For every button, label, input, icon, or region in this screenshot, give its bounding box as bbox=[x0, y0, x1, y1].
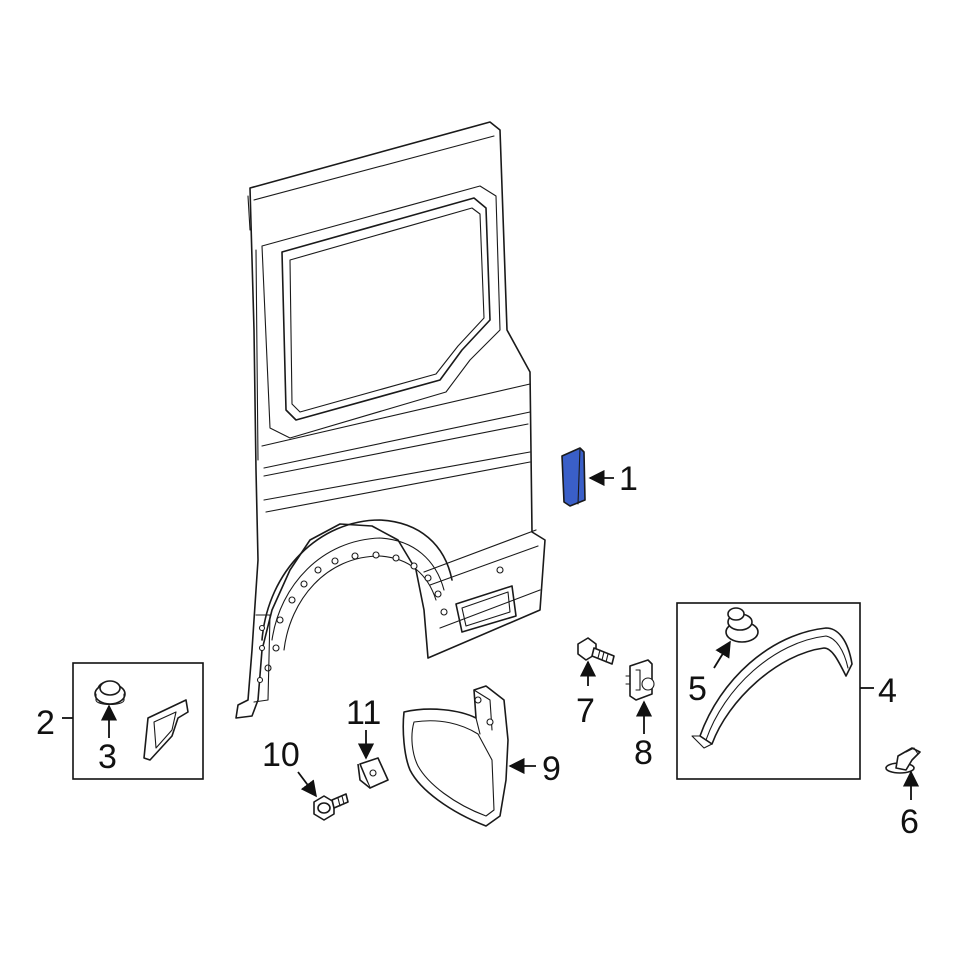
part-8-bracket bbox=[625, 659, 655, 701]
callout-5: 5 bbox=[688, 670, 707, 708]
callout-7: 7 bbox=[576, 692, 595, 730]
part-4-group-box bbox=[676, 602, 861, 780]
callout-3: 3 bbox=[98, 738, 117, 776]
leader-lines bbox=[62, 469, 920, 800]
part-7-bolt bbox=[577, 637, 615, 665]
callout-10: 10 bbox=[262, 736, 300, 774]
part-2-bracket bbox=[143, 699, 189, 761]
part-4-arch-molding bbox=[691, 627, 853, 749]
callout-11: 11 bbox=[346, 694, 381, 732]
callout-1: 1 bbox=[619, 460, 638, 498]
callout-8: 8 bbox=[634, 734, 653, 772]
part-1-highlighted[interactable] bbox=[561, 447, 586, 507]
part-11-nut-clip bbox=[357, 757, 389, 789]
callout-2: 2 bbox=[36, 704, 55, 742]
callout-4: 4 bbox=[878, 672, 897, 710]
part-10-bolt bbox=[313, 793, 349, 821]
callout-9: 9 bbox=[542, 750, 561, 788]
callout-6: 6 bbox=[900, 803, 919, 841]
part-5-clip bbox=[725, 607, 759, 643]
part-3-clip bbox=[94, 680, 126, 706]
part-6-push-pin bbox=[885, 747, 921, 774]
part-9-mud-flap bbox=[402, 685, 509, 827]
part-2-group-box bbox=[72, 662, 204, 780]
side-body-panel bbox=[235, 121, 546, 719]
